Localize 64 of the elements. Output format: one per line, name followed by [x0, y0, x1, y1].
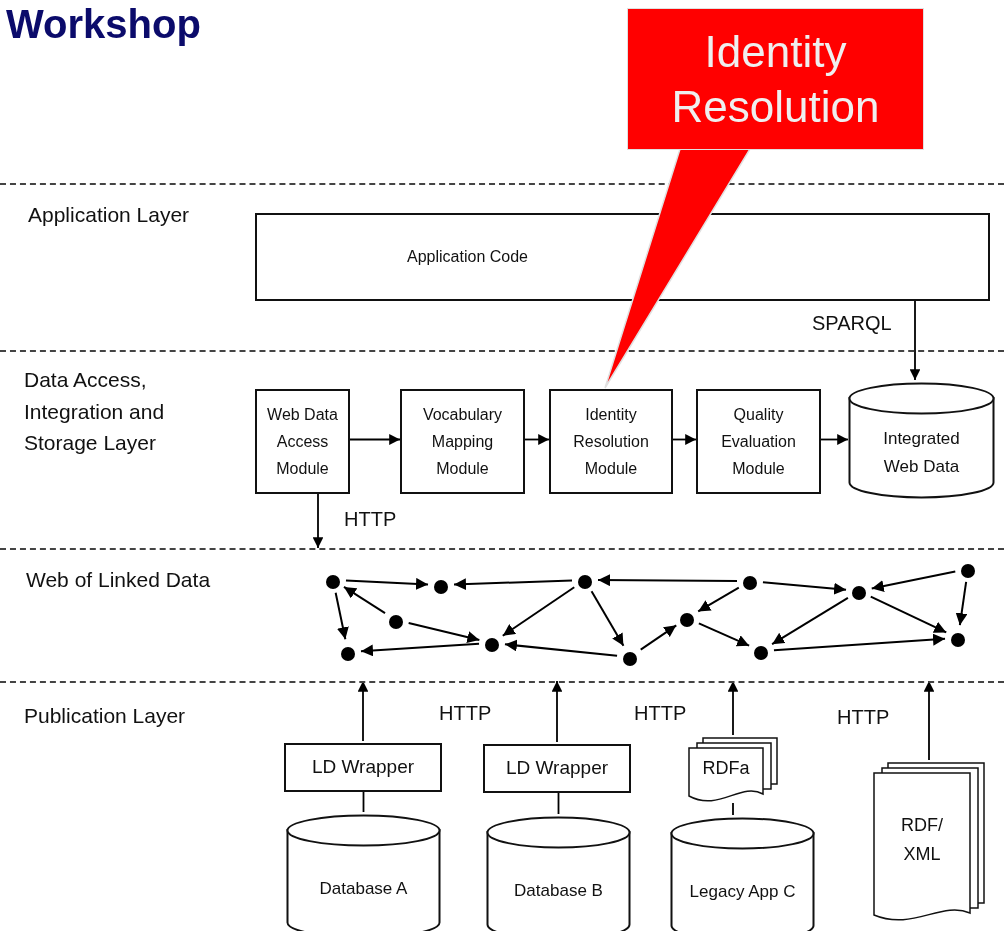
arrow — [672, 434, 697, 445]
arrow — [524, 434, 550, 445]
callout-pointer — [604, 148, 752, 389]
module-box: Vocabulary Mapping Module — [400, 389, 525, 494]
graph-node-dot — [485, 638, 499, 652]
layer-band — [0, 681, 1004, 931]
arrow — [955, 580, 968, 627]
arrow — [590, 590, 625, 647]
arrow — [870, 570, 957, 592]
graph-node-dot — [951, 633, 965, 647]
arrow — [771, 596, 849, 646]
arrow — [869, 595, 948, 634]
graph-node-dot — [743, 576, 757, 590]
connector-line — [732, 802, 734, 816]
arrow — [349, 434, 401, 445]
database-cylinder: Database B — [486, 816, 631, 931]
database-cylinder: Integrated Web Data — [848, 382, 995, 499]
module-box: LD Wrapper — [483, 744, 631, 793]
graph-node-dot — [434, 580, 448, 594]
graph-node-dot — [680, 613, 694, 627]
layer-label: Data Access, Integration and Storage Layer — [24, 367, 166, 456]
graph-node-dot — [754, 646, 768, 660]
arrow — [334, 591, 349, 641]
graph-node-dot — [578, 575, 592, 589]
arrow — [727, 680, 739, 736]
graph-node-dot — [341, 647, 355, 661]
graph-node-dot — [623, 652, 637, 666]
connector-line — [557, 790, 560, 815]
arrow — [359, 642, 481, 657]
arrow — [312, 491, 324, 549]
module-box: Identity Resolution Module — [549, 389, 673, 494]
arrow — [407, 622, 481, 643]
layer-label: Application Layer — [28, 202, 191, 228]
graph-node-dot — [389, 615, 403, 629]
arrow — [639, 624, 678, 651]
module-box: Web Data Access Module — [255, 389, 350, 494]
arrow — [697, 622, 751, 647]
layer-label: Web of Linked Data — [26, 567, 212, 593]
graph-node-dot — [852, 586, 866, 600]
layer-label: Publication Layer — [24, 703, 187, 729]
connector-line — [362, 789, 365, 813]
graph-node-dot — [961, 564, 975, 578]
arrow — [909, 298, 921, 381]
arrow — [772, 633, 947, 652]
arrow — [342, 585, 387, 615]
application-box: Application Code — [255, 213, 990, 301]
arrow — [761, 581, 848, 595]
arrow — [357, 680, 369, 742]
arrow — [501, 586, 576, 637]
arrow — [503, 639, 619, 657]
graph-node-dot — [326, 575, 340, 589]
arrow — [453, 578, 573, 591]
arrow — [345, 577, 429, 590]
module-box: Quality Evaluation Module — [696, 389, 821, 494]
arrow — [923, 680, 935, 761]
module-box: LD Wrapper — [284, 743, 442, 792]
arrow — [697, 586, 740, 613]
database-cylinder: Legacy App C — [670, 817, 815, 931]
diagram-title: Workshop — [6, 2, 201, 47]
arrow — [597, 574, 738, 587]
database-cylinder: Database A — [286, 814, 441, 931]
arrow — [551, 680, 563, 743]
arrow — [820, 434, 849, 445]
callout-box: Identity Resolution — [627, 8, 924, 150]
